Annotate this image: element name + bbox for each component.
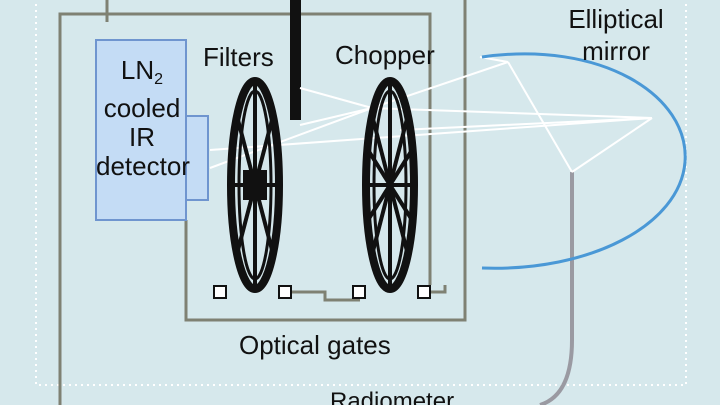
elliptical-mirror (481, 52, 687, 270)
detector-label: LN2 cooled IR detector (96, 55, 190, 181)
radiometer-label: Radiometer (330, 388, 455, 405)
radiometer-cable (539, 172, 574, 405)
detector-label-line3: IR (129, 122, 155, 152)
gate-1 (213, 285, 227, 299)
filters-label: Filters (203, 42, 274, 72)
detector-label-line2: cooled (103, 93, 181, 123)
baffle-bar (290, 0, 301, 120)
optical-gates-label: Optical gates (239, 330, 391, 360)
wiring (58, 0, 467, 405)
gate-wire (290, 290, 360, 302)
mirror-label-line2: mirror (582, 36, 650, 66)
gate-2 (278, 285, 292, 299)
right-wire (184, 0, 467, 322)
chopper-label: Chopper (335, 40, 435, 70)
filter-wheel (227, 77, 283, 293)
detector-label-line4: detector (96, 151, 190, 181)
chopper-gate-wire (425, 285, 447, 294)
optical-gates (213, 285, 431, 299)
gate-3 (352, 285, 366, 299)
chopper-wheel (362, 77, 418, 293)
ir-detector (95, 39, 209, 221)
detector-label-line1: LN2 (120, 55, 164, 89)
gate-4 (417, 285, 431, 299)
outer-wire (58, 12, 432, 405)
mirror-label-line1: Elliptical (568, 4, 664, 34)
